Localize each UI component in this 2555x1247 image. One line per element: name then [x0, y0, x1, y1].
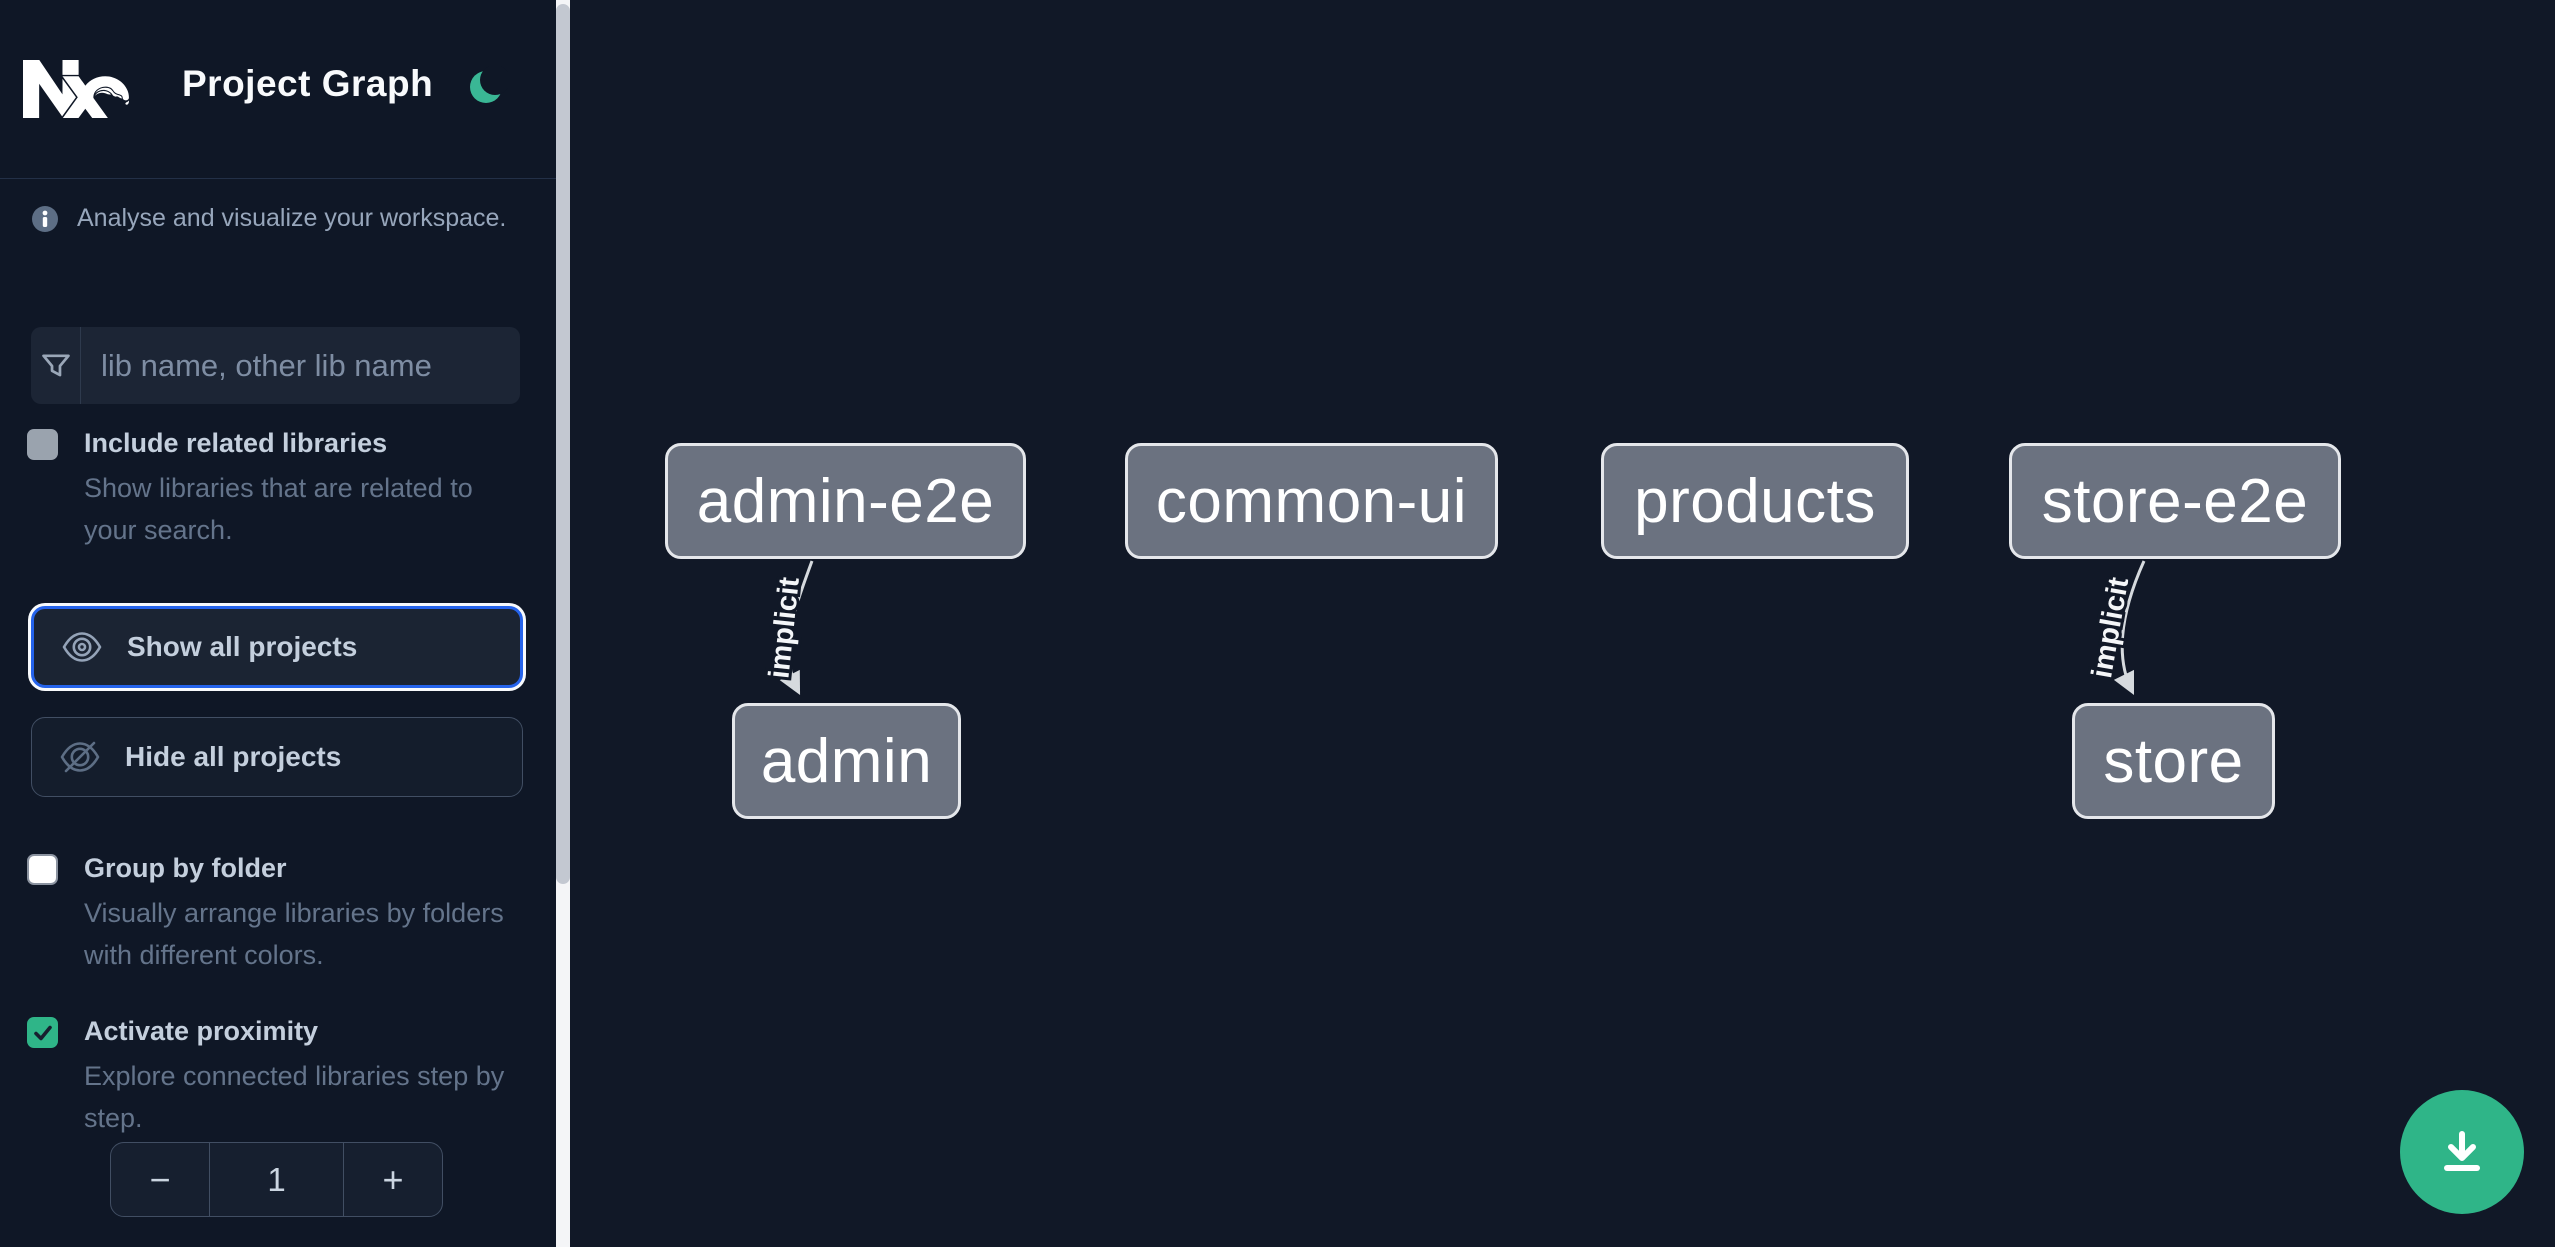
checkmark-icon: [33, 1025, 52, 1040]
nx-logo-icon: [23, 60, 129, 118]
page-title: Project Graph: [182, 63, 434, 104]
include-related-checkbox[interactable]: [27, 429, 58, 460]
group-by-folder-description: Visually arrange libraries by folders wi…: [84, 898, 504, 970]
eye-slash-icon: [60, 741, 100, 773]
sidebar: Project Graph Analyse and visualize your…: [0, 0, 570, 1247]
workspace-info: Analyse and visualize your workspace.: [31, 204, 506, 233]
theme-toggle-moon-icon[interactable]: [468, 66, 508, 106]
proximity-depth-stepper: − 1 +: [110, 1142, 443, 1217]
graph-node-admin-e2e[interactable]: admin-e2e: [665, 443, 1026, 559]
graph-node-admin[interactable]: admin: [732, 703, 961, 819]
decrement-button[interactable]: −: [149, 1158, 171, 1200]
activate-proximity-description: Explore connected libraries step by step…: [84, 1061, 505, 1133]
include-related-toggle: Include related libraries Show libraries…: [27, 427, 527, 551]
group-by-folder-checkbox[interactable]: [27, 854, 58, 885]
header-divider: [0, 178, 556, 179]
sidebar-scrollbar-thumb[interactable]: [556, 4, 570, 884]
stepper-value[interactable]: 1: [209, 1143, 344, 1216]
activate-proximity-checkbox[interactable]: [27, 1017, 58, 1048]
activate-proximity-toggle: Activate proximity Explore connected lib…: [27, 1015, 527, 1139]
download-graph-button[interactable]: [2400, 1090, 2524, 1214]
edge-label-store-e2e-store: implicit: [2086, 575, 2135, 681]
eye-icon: [62, 632, 102, 662]
group-by-folder-label: Group by folder: [84, 853, 287, 883]
download-icon: [2444, 1131, 2480, 1171]
include-related-label: Include related libraries: [84, 428, 388, 458]
graph-node-common-ui[interactable]: common-ui: [1125, 443, 1498, 559]
show-all-projects-label: Show all projects: [127, 631, 358, 662]
show-all-projects-button[interactable]: Show all projects: [31, 606, 523, 688]
edge-layer: implicit implicit: [760, 560, 2146, 696]
info-icon: [32, 205, 58, 232]
graph-node-products[interactable]: products: [1601, 443, 1909, 559]
edge-store-e2e-store[interactable]: [2113, 560, 2146, 696]
funnel-icon: [31, 327, 81, 404]
include-related-description: Show libraries that are related to your …: [84, 473, 473, 545]
group-by-folder-toggle: Group by folder Visually arrange librari…: [27, 852, 527, 976]
search-input[interactable]: [81, 327, 520, 404]
graph-node-store-e2e[interactable]: store-e2e: [2009, 443, 2341, 559]
edge-label-admin-e2e-admin: implicit: [763, 575, 805, 680]
info-text: Analyse and visualize your workspace.: [77, 204, 507, 232]
activate-proximity-label: Activate proximity: [84, 1016, 319, 1046]
filter-search-box: [31, 327, 520, 404]
hide-all-projects-button[interactable]: Hide all projects: [31, 717, 523, 797]
graph-node-store[interactable]: store: [2072, 703, 2275, 819]
increment-button[interactable]: +: [382, 1158, 404, 1200]
hide-all-projects-label: Hide all projects: [125, 741, 342, 772]
graph-canvas[interactable]: implicit implicit admin-e2e common-ui produ…: [570, 0, 2555, 1247]
edge-admin-e2e-admin[interactable]: [779, 560, 814, 696]
